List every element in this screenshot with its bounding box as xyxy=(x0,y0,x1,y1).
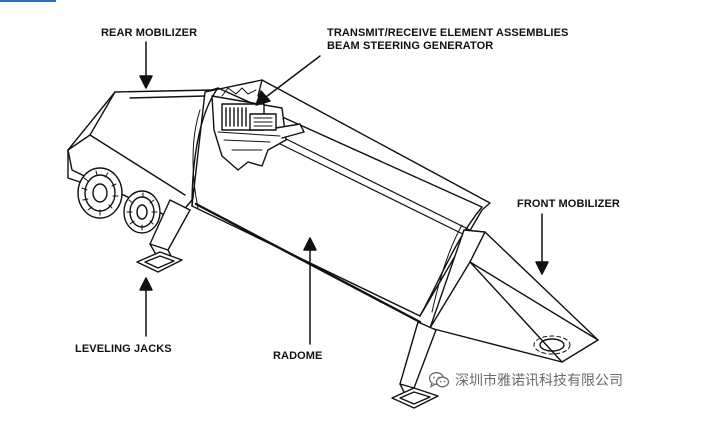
rear-wheels xyxy=(77,167,161,234)
label-radome: RADOME xyxy=(273,350,323,362)
label-transmit-receive-assemblies: TRANSMIT/RECEIVE ELEMENT ASSEMBLIES xyxy=(327,27,569,39)
label-front-mobilizer: FRONT MOBILIZER xyxy=(517,198,620,210)
label-rear-mobilizer: REAR MOBILIZER xyxy=(101,27,198,39)
callout-arrows xyxy=(139,41,549,345)
label-leveling-jacks: LEVELING JACKS xyxy=(75,343,172,355)
watermark: 深圳市雅诺讯科技有限公司 xyxy=(428,371,623,389)
wechat-icon xyxy=(428,372,450,388)
front-mobilizer-body xyxy=(429,229,599,363)
label-beam-steering-generator: BEAM STEERING GENERATOR xyxy=(327,40,494,52)
transmit-receive-assemblies xyxy=(211,87,305,171)
leveling-jacks xyxy=(136,199,439,409)
watermark-text: 深圳市雅诺讯科技有限公司 xyxy=(455,373,623,389)
top-accent-line xyxy=(0,0,56,2)
